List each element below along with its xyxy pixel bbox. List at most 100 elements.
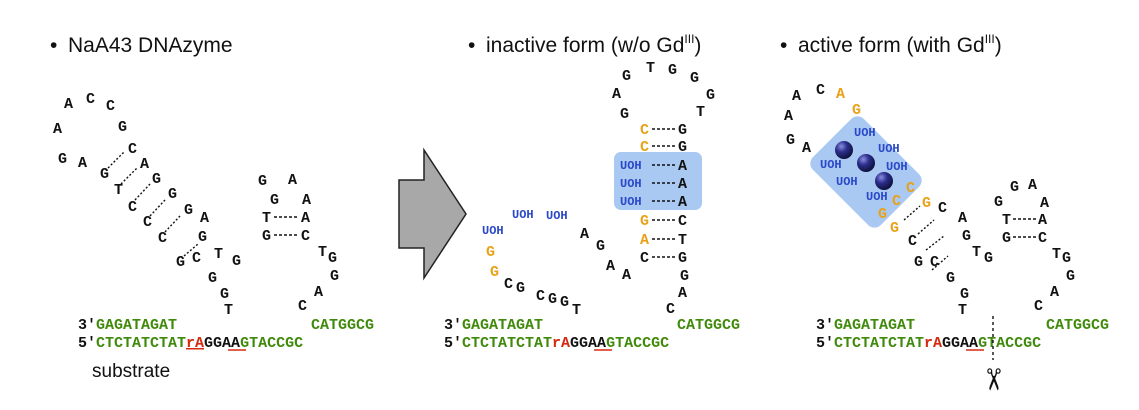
inactive-uoh-stem: UOH UOH UOH <box>620 159 642 209</box>
svg-text:C: C <box>298 298 307 315</box>
svg-text:C: C <box>143 214 152 231</box>
svg-text:UOH: UOH <box>836 175 858 189</box>
svg-text:C: C <box>106 98 115 115</box>
svg-text:A: A <box>678 285 687 302</box>
svg-text:C: C <box>1034 298 1043 315</box>
svg-text:UOH: UOH <box>820 158 842 172</box>
active-substrate-strand: 5′CTCTATCTATrAGGAAGTACCGC <box>816 335 1041 352</box>
gd-ion-icon <box>875 172 893 190</box>
svg-text:G: G <box>176 254 185 271</box>
svg-text:G: G <box>690 70 699 87</box>
svg-text:A: A <box>53 121 62 138</box>
svg-text:C: C <box>128 141 137 158</box>
svg-text:UOH: UOH <box>512 208 534 222</box>
svg-text:G: G <box>232 253 241 270</box>
svg-text:G: G <box>198 229 207 246</box>
svg-text:UOH: UOH <box>620 195 642 209</box>
inactive-uoh-arm: UOH UOH UOH <box>482 208 568 238</box>
active-stem: C C G G G C A C G G C T G G G T <box>878 180 993 319</box>
svg-text:UOH: UOH <box>620 159 642 173</box>
active-loop: A C A A G G A <box>784 82 861 157</box>
svg-text:G: G <box>262 228 271 245</box>
svg-text:G: G <box>560 294 569 311</box>
svg-text:A: A <box>958 210 967 227</box>
uoh-highlight-box <box>614 152 702 210</box>
inactive-top-strand: 3′GAGATAGAT <box>444 317 543 334</box>
inactive-substrate-strand: 5′CTCTATCTATrAGGAAGTACCGC <box>444 335 669 352</box>
svg-text:A: A <box>606 258 615 275</box>
gd-ion-icon <box>857 154 875 172</box>
svg-text:G: G <box>168 186 177 203</box>
svg-text:G: G <box>620 106 629 123</box>
inactive-stem-pairs <box>652 128 676 258</box>
svg-text:C: C <box>906 180 915 197</box>
svg-text:T: T <box>214 246 223 263</box>
bullet: • <box>468 34 475 57</box>
svg-text:G: G <box>852 102 861 119</box>
gd-ions <box>835 141 893 190</box>
svg-text:G: G <box>596 238 605 255</box>
svg-text:G: G <box>490 264 499 281</box>
svg-text:G: G <box>946 270 955 287</box>
active-top-strand: 3′GAGATAGAT <box>816 317 915 334</box>
svg-text:G: G <box>678 250 687 267</box>
bullet: • <box>50 34 57 57</box>
panel-active: A C A A G G A UOH UOH UOH UOH UOH UOH C … <box>784 82 1109 392</box>
svg-text:A: A <box>1028 177 1037 194</box>
svg-text:G: G <box>706 87 715 104</box>
svg-text:G: G <box>640 213 649 230</box>
header-right: • active form (with GdIII) <box>780 32 1002 57</box>
svg-text:C: C <box>908 233 917 250</box>
svg-text:A: A <box>784 108 793 125</box>
svg-text:C: C <box>640 122 649 139</box>
svg-text:C: C <box>128 199 137 216</box>
svg-text:T: T <box>262 210 271 227</box>
svg-text:G: G <box>184 202 193 219</box>
header-right-title: active form (with GdIII) <box>798 32 1002 57</box>
bullet: • <box>780 34 787 57</box>
dnazyme-top-strand-right: CATGGCG <box>311 317 374 334</box>
svg-text:C: C <box>536 288 545 305</box>
svg-text:G: G <box>994 194 1003 211</box>
hairpin-pairs <box>274 216 298 236</box>
svg-text:G: G <box>118 119 127 136</box>
svg-text:A: A <box>580 226 589 243</box>
svg-text:G: G <box>516 280 525 297</box>
active-top-strand-right: CATGGCG <box>1046 317 1109 334</box>
svg-text:G: G <box>328 250 337 267</box>
svg-text:A: A <box>836 86 845 103</box>
svg-text:C: C <box>1038 230 1047 247</box>
svg-text:UOH: UOH <box>866 190 888 204</box>
svg-text:C: C <box>192 250 201 267</box>
svg-text:A: A <box>678 194 687 211</box>
svg-text:A: A <box>678 158 687 175</box>
svg-text:T: T <box>572 302 581 319</box>
svg-text:UOH: UOH <box>546 209 568 223</box>
svg-text:C: C <box>892 193 901 210</box>
svg-text:G: G <box>680 268 689 285</box>
svg-text:A: A <box>640 232 649 249</box>
stem1-pairs <box>107 151 199 257</box>
svg-text:A: A <box>1038 212 1047 229</box>
svg-text:G: G <box>922 195 931 212</box>
svg-text:G: G <box>1002 230 1011 247</box>
svg-text:G: G <box>152 171 161 188</box>
svg-text:C: C <box>640 250 649 267</box>
active-hairpin-pairs <box>1013 218 1036 238</box>
svg-text:UOH: UOH <box>878 142 900 156</box>
svg-text:G: G <box>914 254 923 271</box>
svg-text:A: A <box>64 96 73 113</box>
svg-text:G: G <box>330 268 339 285</box>
svg-text:C: C <box>158 230 167 247</box>
svg-text:G: G <box>58 151 67 168</box>
svg-text:A: A <box>1050 284 1059 301</box>
svg-text:T: T <box>696 104 705 121</box>
